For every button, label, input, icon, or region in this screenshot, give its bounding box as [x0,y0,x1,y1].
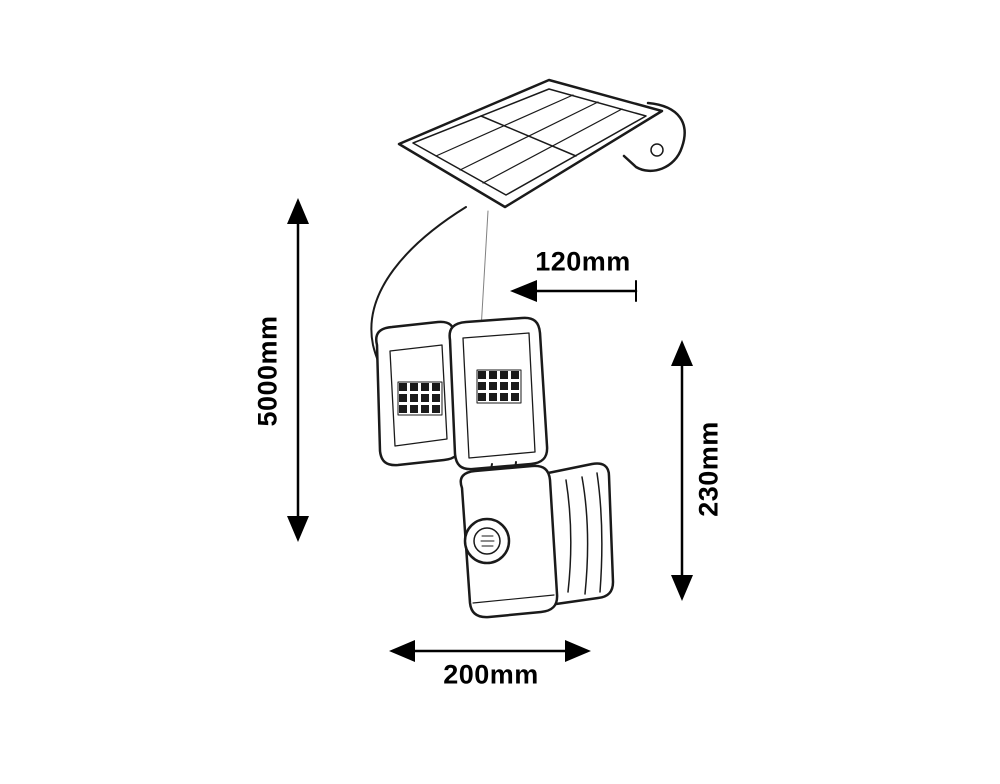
solar-panel [397,78,664,209]
wall-bracket [546,462,615,606]
depth-label: 120mm [535,246,631,277]
depth-arrow [510,280,638,302]
led-grid-left [397,381,443,416]
height-arrow [671,340,693,601]
width-arrow [389,640,591,662]
floodlight-head-right [448,316,549,471]
cable-length-label: 5000mm [252,315,283,427]
width-label: 200mm [443,659,539,690]
floodlight-head-left [375,320,462,467]
led-grid-right [476,369,522,404]
height-label: 230mm [693,421,724,517]
panel-bracket [622,101,686,172]
motion-sensor [463,517,511,565]
cable-length-arrow [287,198,309,542]
